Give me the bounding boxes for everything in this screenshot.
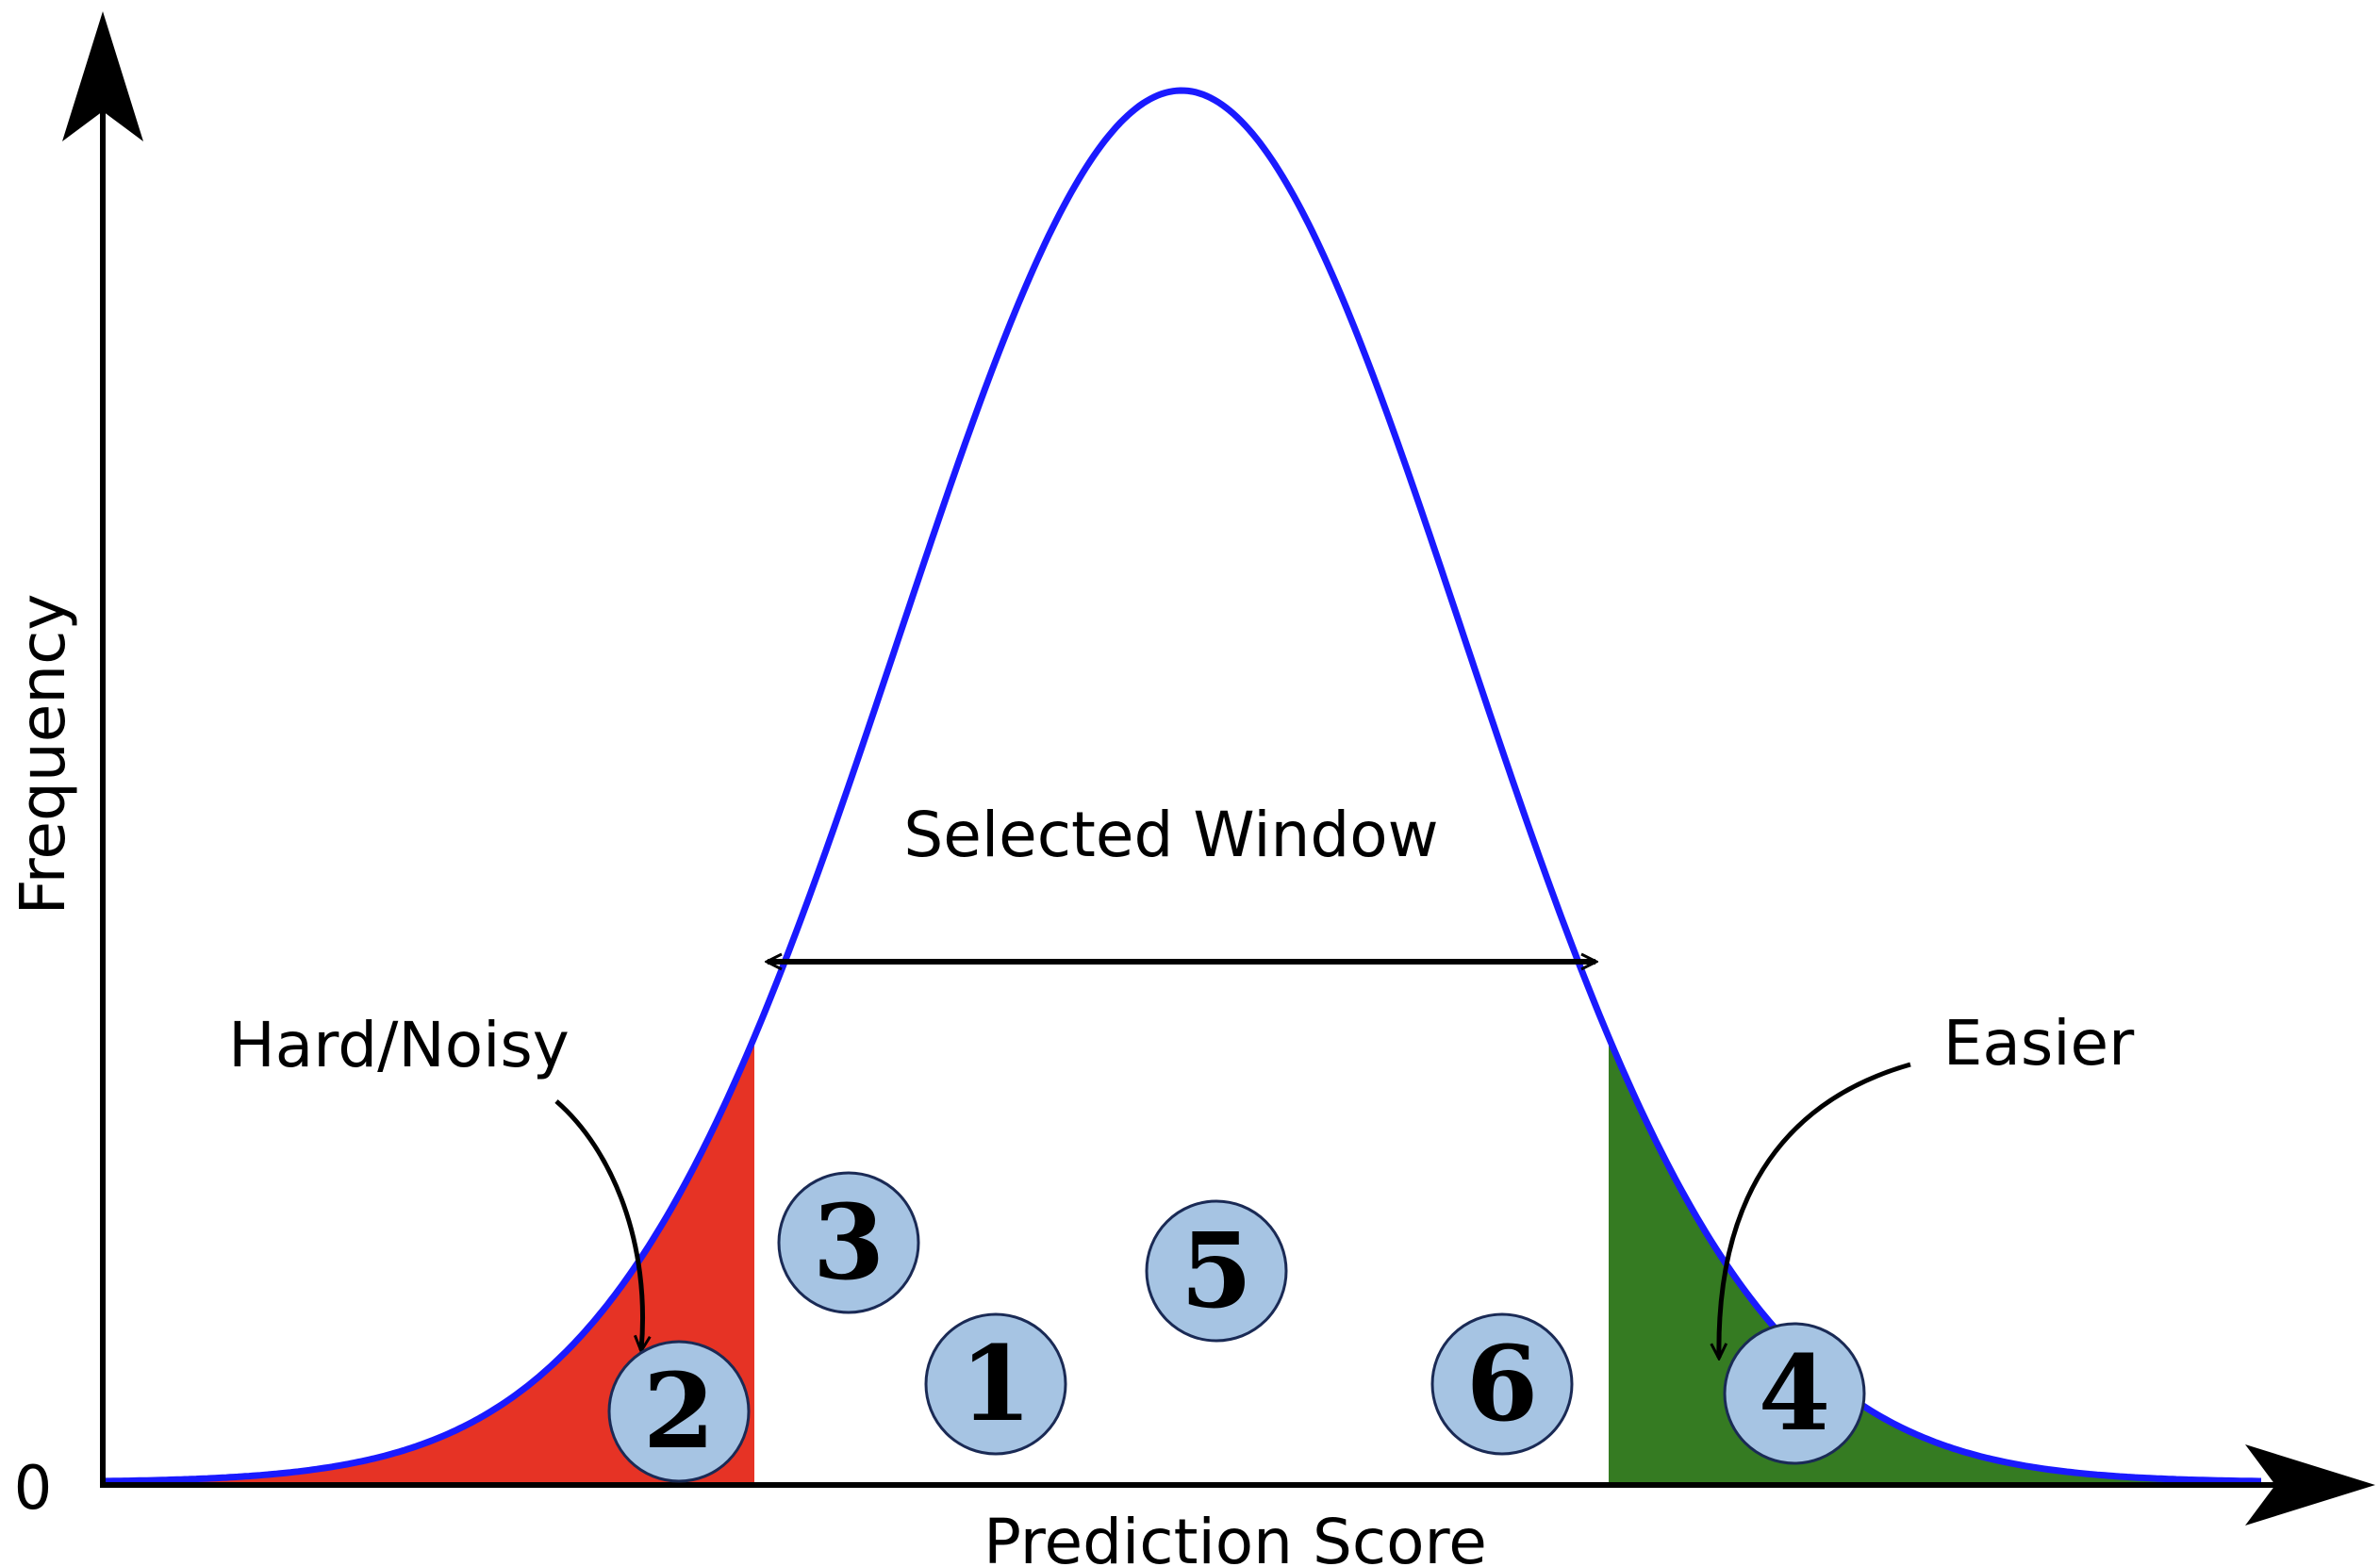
sample-label-2: 2: [643, 1350, 716, 1472]
sample-circle-5: 5: [1145, 1199, 1288, 1343]
sample-label-1: 1: [960, 1323, 1033, 1444]
sample-label-4: 4: [1759, 1332, 1831, 1454]
sample-label-6: 6: [1466, 1323, 1539, 1444]
easier-pointer-arrow: [1719, 1062, 1911, 1358]
sample-circle-3: 3: [777, 1171, 920, 1314]
hard-noisy-region: [106, 1037, 754, 1482]
sample-label-3: 3: [813, 1181, 885, 1303]
sample-label-5: 5: [1181, 1210, 1253, 1331]
y-axis-arrowhead: [62, 11, 143, 141]
easier-region: [1609, 1037, 2261, 1482]
hard-noisy-pointer-arrow: [554, 1099, 643, 1350]
y-axis-label: Frequency: [7, 594, 79, 915]
distribution-curve: [106, 87, 2261, 1485]
hard-noisy-label: Hard/Noisy: [228, 1009, 570, 1081]
origin-tick-label: 0: [14, 1454, 53, 1524]
x-axis-label: Prediction Score: [983, 1506, 1487, 1567]
sample-circle-6: 6: [1430, 1312, 1574, 1456]
easier-label: Easier: [1943, 1007, 2135, 1080]
sample-circle-4: 4: [1723, 1322, 1866, 1465]
sample-circle-2: 2: [607, 1340, 751, 1483]
x-axis-arrowhead: [2245, 1444, 2375, 1526]
selected-window-label: Selected Window: [903, 799, 1438, 871]
sample-circle-1: 1: [924, 1312, 1067, 1456]
